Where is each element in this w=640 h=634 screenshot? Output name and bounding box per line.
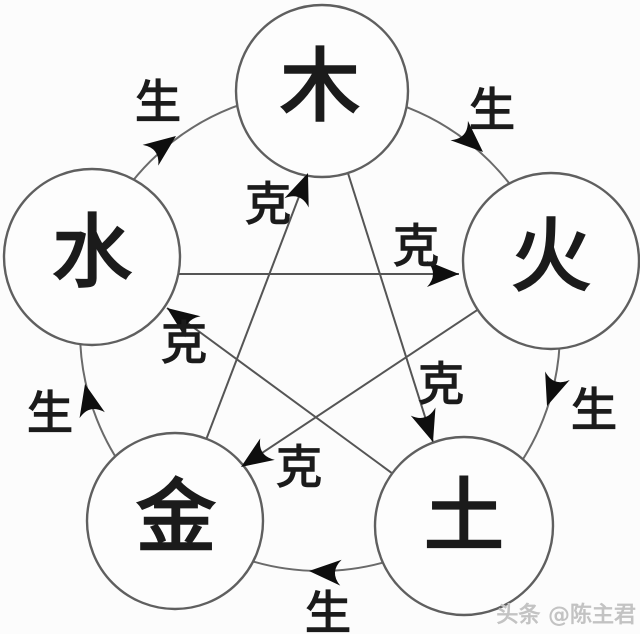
generating-label-water-wood: 生	[135, 75, 181, 129]
arrowhead-icon-earth-to-metal	[308, 558, 342, 586]
arrowhead-icon-water-to-wood	[142, 125, 184, 166]
generating-label-metal-water: 生	[27, 386, 73, 440]
element-circle-metal	[85, 431, 265, 611]
arrowhead-icon-metal-to-water	[72, 381, 105, 419]
element-circle-wood	[234, 3, 410, 179]
overcoming-label-earth-water: 克	[161, 316, 207, 370]
element-label-water: 水	[52, 206, 133, 299]
overcoming-label-water-fire: 克	[393, 219, 439, 273]
element-label-fire: 火	[511, 210, 591, 303]
generating-label-earth-metal: 生	[305, 586, 351, 634]
element-label-wood: 木	[280, 40, 360, 133]
element-label-earth: 土	[424, 470, 504, 563]
element-circle-water	[2, 167, 182, 347]
generating-label-wood-fire: 生	[469, 83, 515, 137]
arrowhead-icon-fire-to-earth	[534, 371, 570, 411]
element-label-metal: 金	[135, 471, 217, 564]
element-circle-earth	[373, 435, 555, 617]
overcoming-label-metal-wood: 克	[245, 177, 291, 231]
overcoming-label-fire-metal: 克	[276, 440, 322, 494]
generating-label-fire-earth: 生	[571, 383, 617, 437]
watermark: 头条 @陈主君	[496, 602, 636, 628]
overcoming-label-wood-earth: 克	[418, 357, 464, 411]
element-circle-fire	[461, 171, 640, 351]
